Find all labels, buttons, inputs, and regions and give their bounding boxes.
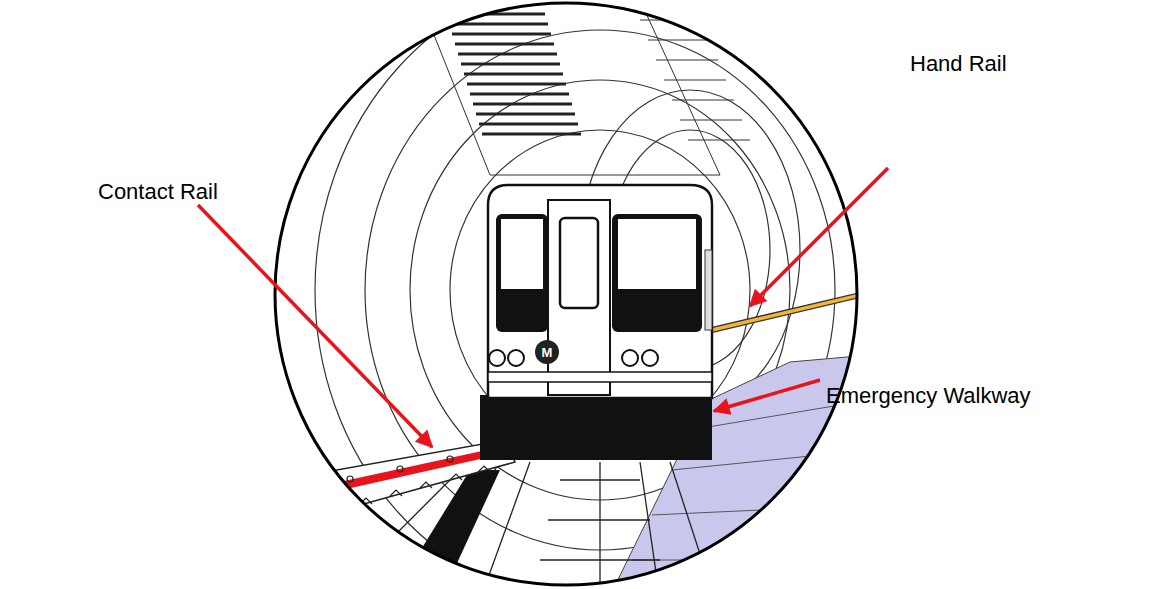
hand-rail <box>712 280 875 330</box>
tunnel-rings <box>260 0 940 589</box>
hand-rail-color <box>712 280 875 330</box>
part-label: Hand Rail <box>910 52 1007 76</box>
train-logo <box>535 340 559 364</box>
leader-line <box>198 205 432 447</box>
train <box>480 185 712 460</box>
leader-lines <box>198 168 888 447</box>
tunnel-scene <box>260 0 940 589</box>
contact-rail <box>270 446 507 506</box>
logo-letter: M <box>542 346 553 359</box>
ceiling-panel <box>420 0 750 175</box>
ceiling-vent <box>450 14 581 134</box>
view-circle <box>275 3 857 585</box>
part-label: Contact Rail <box>98 180 218 204</box>
rail-insulators <box>297 456 490 520</box>
part-label: Emergency Walkway <box>826 384 1031 408</box>
leader-line <box>714 380 820 411</box>
contact-rail-cover <box>270 440 515 530</box>
leader-line <box>750 168 888 306</box>
